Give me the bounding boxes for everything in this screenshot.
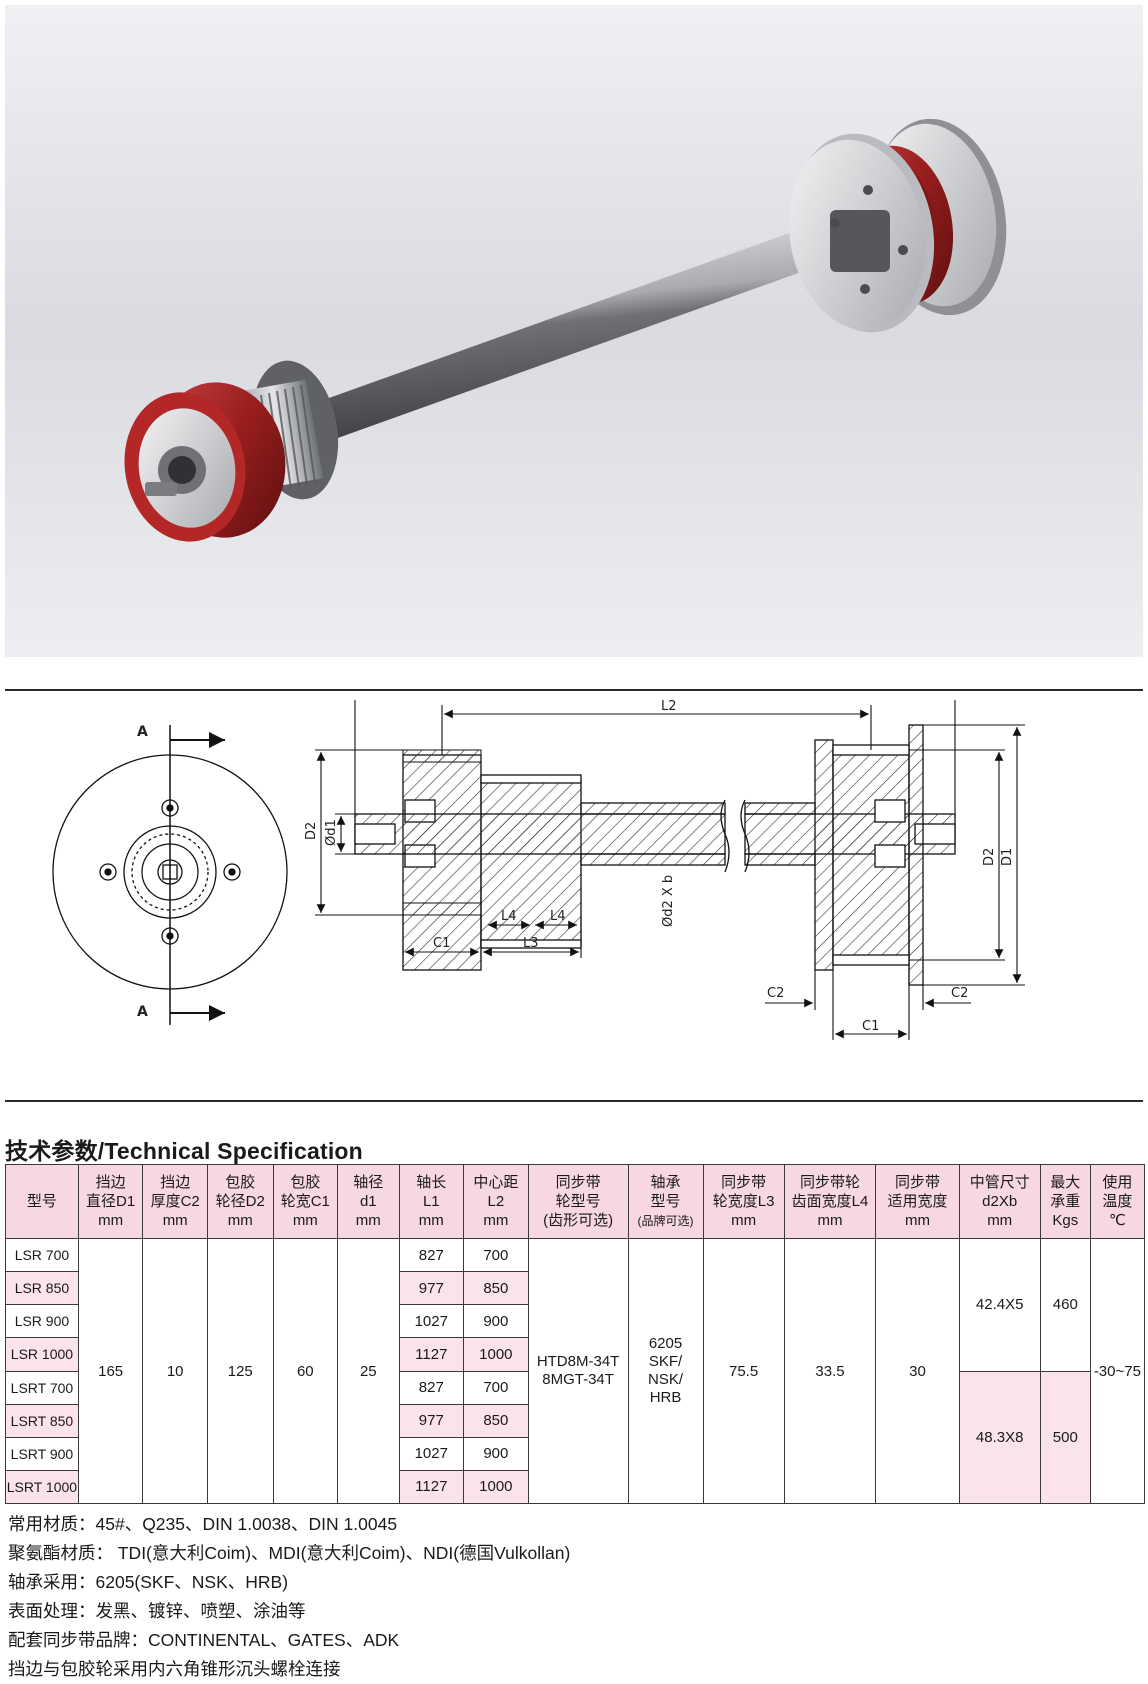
dim-l2: L2 <box>661 700 677 714</box>
model-cell: LSRT 1000 <box>5 1469 79 1505</box>
right-flange-assembly <box>788 118 1007 333</box>
dim-d2-left: D2 <box>304 822 319 840</box>
center-distance-cell: 900 <box>463 1304 529 1339</box>
shaft-diameter-cell: 25 <box>337 1238 400 1504</box>
model-cell: LSRT 700 <box>5 1370 79 1405</box>
center-distance-cell: 1000 <box>463 1337 529 1372</box>
dim-c1-left: C1 <box>433 936 450 951</box>
header-bearing: 轴承型号(品牌可选) <box>627 1164 704 1239</box>
section-label-bottom: A <box>137 1004 148 1020</box>
dim-d1-right: D1 <box>1000 848 1015 866</box>
tooth-width-cell: 33.5 <box>783 1238 877 1504</box>
flange-thickness-cell: 10 <box>142 1238 208 1504</box>
table-row: LSRT 900 1027 900 <box>5 1436 1145 1471</box>
note-bolt-connection: 挡边与包胶轮采用内六角锥形沉头螺栓连接 <box>8 1659 341 1679</box>
table-row: LSR 1000 1127 1000 <box>5 1337 1145 1372</box>
wheel-width-cell: 60 <box>272 1238 339 1504</box>
shaft-length-cell: 1027 <box>398 1304 465 1339</box>
model-cell: LSR 1000 <box>5 1337 79 1372</box>
model-cell: LSR 900 <box>5 1304 79 1339</box>
table-row: LSRT 850 977 850 <box>5 1403 1145 1438</box>
header-model: 型号 <box>5 1164 79 1239</box>
dim-l4-b: L4 <box>550 909 566 924</box>
side-view <box>52 725 288 1025</box>
shaft-length-cell: 977 <box>398 1271 465 1306</box>
shaft-length-cell: 827 <box>398 1370 465 1405</box>
shaft-length-cell: 827 <box>398 1237 465 1273</box>
model-cell: LSR 700 <box>5 1237 79 1273</box>
center-distance-cell: 850 <box>463 1403 529 1438</box>
note-belt-brands: 配套同步带品牌：CONTINENTAL、GATES、ADK <box>8 1630 400 1650</box>
table-row: LSRT 1000 1127 1000 <box>5 1469 1145 1505</box>
shaft <box>315 221 843 439</box>
dim-d1-shaft: Ød1 <box>324 819 339 846</box>
table-row: LSRT 700 827 700 48.3X8 500 <box>5 1370 1145 1504</box>
table-row: LSR 700 165 10 125 60 25 827 700 HTD8M-3… <box>5 1237 1146 1504</box>
model-cell: LSRT 850 <box>5 1403 79 1438</box>
section-view <box>354 724 956 986</box>
dim-c2-left: C2 <box>767 986 784 1001</box>
note-materials: 常用材质：45#、Q235、DIN 1.0038、DIN 1.0045 <box>8 1514 398 1534</box>
temperature-cell: -30~75 <box>1089 1238 1146 1504</box>
pulley-width-cell: 75.5 <box>702 1238 785 1504</box>
product-render <box>5 5 1143 657</box>
center-distance-cell: 900 <box>463 1436 529 1471</box>
belt-width-cell: 30 <box>875 1238 960 1504</box>
dimension-lines <box>315 700 1025 1040</box>
max-load-cell: 500 <box>1039 1370 1091 1504</box>
center-distance-cell: 850 <box>463 1271 529 1306</box>
header-temperature: 使用温度℃ <box>1089 1164 1146 1239</box>
shaft-length-cell: 1127 <box>398 1337 465 1372</box>
model-cell: LSR 850 <box>5 1271 79 1306</box>
center-distance-cell: 1000 <box>463 1469 529 1505</box>
spec-notes: 常用材质：45#、Q235、DIN 1.0038、DIN 1.0045 聚氨酯材… <box>8 1510 570 1684</box>
note-bearing: 轴承采用：6205(SKF、NSK、HRB) <box>8 1572 289 1592</box>
center-distance-cell: 700 <box>463 1370 529 1405</box>
dim-c2-right: C2 <box>951 986 968 1001</box>
left-pulley-assembly <box>124 360 339 542</box>
tube-size-cell: 48.3X8 <box>958 1370 1041 1504</box>
shaft-length-cell: 1027 <box>398 1436 465 1471</box>
bottom-divider <box>5 1100 1143 1102</box>
dim-d2-right: D2 <box>982 848 997 866</box>
note-polyurethane: 聚氨酯材质： TDI(意大利Coim)、MDI(意大利Coim)、NDI(德国V… <box>8 1543 571 1563</box>
model-cell: LSRT 900 <box>5 1436 79 1471</box>
shaft-length-cell: 1127 <box>398 1469 465 1505</box>
tube-size-cell: 42.4X5 <box>958 1238 1041 1372</box>
wheel-diameter-cell: 125 <box>206 1238 274 1504</box>
technical-drawing: A A <box>52 700 1025 1040</box>
dim-l3: L3 <box>523 936 539 951</box>
center-distance-cell: 700 <box>463 1237 529 1273</box>
spec-title: 技术参数/Technical Specification <box>5 1138 363 1164</box>
dim-d2xb: Ød2 X b <box>661 875 676 927</box>
note-surface: 表面处理：发黑、镀锌、喷塑、涂油等 <box>8 1601 306 1621</box>
flange-diameter-cell: 165 <box>77 1238 144 1504</box>
max-load-cell: 460 <box>1039 1238 1091 1372</box>
dim-c1-right: C1 <box>862 1019 879 1034</box>
section-label-top: A <box>137 724 148 740</box>
header-pulley-model: 同步带轮型号(齿形可选) <box>527 1164 629 1239</box>
top-divider <box>5 689 1143 691</box>
shaft-length-cell: 977 <box>398 1403 465 1438</box>
dim-l4-a: L4 <box>501 909 517 924</box>
